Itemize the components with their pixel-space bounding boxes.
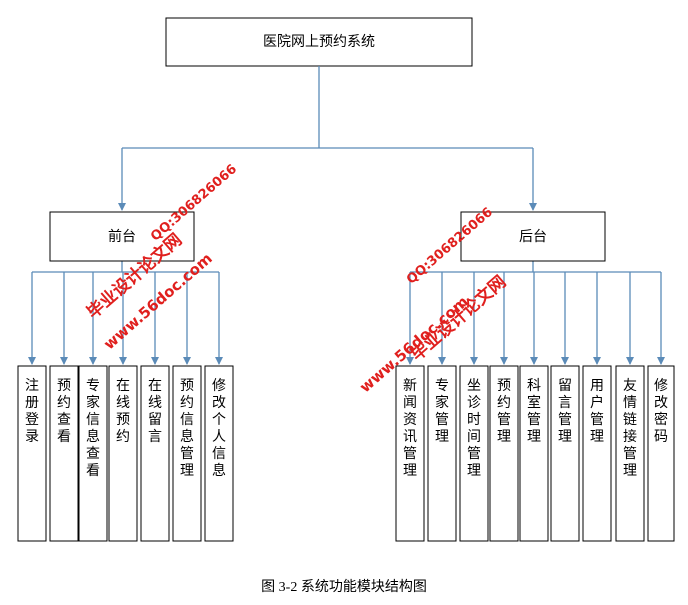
branch-node-frontend: 前台: [49, 211, 195, 262]
root-label: 医院网上预约系统: [263, 34, 375, 50]
leaf-label: 坐诊时间管理: [467, 378, 481, 479]
leaf-box: [17, 365, 47, 542]
leaf-node: 在线预约: [108, 365, 138, 542]
leaf-box: [140, 365, 170, 542]
leaf-node: 坐诊时间管理: [459, 365, 489, 542]
leaf-node: 专家管理: [427, 365, 457, 542]
leaf-label: 用户管理: [590, 379, 604, 445]
leaf-label: 在线预约: [116, 378, 130, 445]
figure-caption: 图 3-2 系统功能模块结构图: [261, 579, 427, 595]
leaf-node: 留言管理: [550, 365, 580, 542]
leaf-label: 修改密码: [654, 378, 668, 445]
leaf-box: [49, 365, 79, 542]
leaf-nodes: 注册登录 预约查看 专家信息查看 在线预约 在线留言 预约信息管理 修改个人信息 新闻资讯管理…: [17, 365, 675, 542]
branch-label-frontend: 前台: [108, 228, 136, 245]
root-node: 医院网上预约系统: [165, 17, 473, 67]
branch-label-backend: 后台: [519, 229, 547, 245]
leaf-label: 预约信息管理: [180, 378, 194, 479]
leaf-label: 在线留言: [148, 378, 162, 445]
leaf-node: 在线留言: [140, 365, 170, 542]
watermark-2-site-name: 毕业设计论文网: [407, 271, 511, 365]
leaf-node: 预约信息管理: [172, 365, 202, 542]
leaf-node: 友情链接管理: [615, 365, 645, 542]
leaf-box: [108, 365, 138, 542]
leaf-box: [459, 365, 489, 542]
leaf-box: [172, 365, 202, 542]
leaf-box: [519, 365, 549, 542]
leaf-box: [204, 365, 234, 542]
leaf-node: 用户管理: [582, 365, 612, 542]
leaf-box: [550, 365, 580, 542]
leaf-node: 修改密码: [647, 365, 675, 542]
leaf-node: 修改个人信息: [204, 365, 234, 542]
leaf-label: 专家管理: [435, 378, 449, 445]
leaf-node: 预约查看: [49, 365, 79, 542]
leaf-box: [647, 365, 675, 542]
leaf-node: 预约管理: [489, 365, 519, 542]
leaf-box: [489, 365, 519, 542]
leaf-node: 注册登录: [17, 365, 47, 542]
leaf-label: 注册登录: [25, 378, 39, 445]
leaf-label: 预约查看: [57, 378, 71, 445]
leaf-label: 修改个人信息: [212, 378, 226, 479]
leaf-label: 留言管理: [558, 378, 572, 445]
leaf-label: 新闻资讯管理: [403, 378, 417, 479]
leaf-label: 科室管理: [527, 378, 541, 445]
leaf-box: [615, 365, 645, 542]
leaf-label: 专家信息查看: [86, 378, 100, 479]
leaf-box: [395, 365, 425, 542]
branch-node-backend: 后台: [460, 211, 606, 262]
leaf-box: [427, 365, 457, 542]
leaf-label: 预约管理: [497, 378, 511, 445]
leaf-box: [78, 365, 108, 542]
leaf-label: 友情链接管理: [623, 378, 637, 479]
leaf-box: [582, 365, 612, 542]
leaf-node: 新闻资讯管理: [395, 365, 425, 542]
leaf-node: 专家信息查看: [78, 365, 108, 542]
connector-lines: [28, 66, 665, 365]
leaf-node: 科室管理: [519, 365, 549, 542]
